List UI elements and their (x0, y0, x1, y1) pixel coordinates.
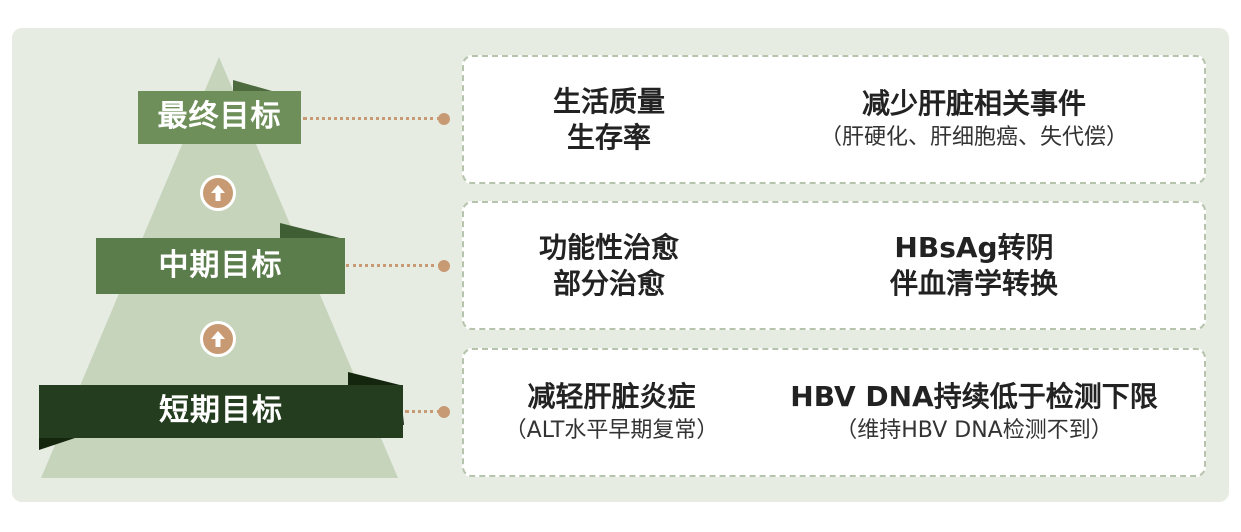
short-left: 减轻肝脏炎症 （ALT水平早期复常） (484, 350, 739, 475)
goal-subtext: （维持HBV DNA检测不到） (835, 417, 1113, 443)
goal-title: 减少肝脏相关事件 (861, 86, 1086, 120)
up-arrow-icon (200, 175, 236, 211)
connector-dot-short (438, 406, 450, 418)
connector-short (405, 410, 441, 413)
goal-box-final: 生活质量 生存率 减少肝脏相关事件 （肝硬化、肝细胞癌、失代偿） (462, 55, 1206, 184)
goal-box-short: 减轻肝脏炎症 （ALT水平早期复常） HBV DNA持续低于检测下限 （维持HB… (462, 348, 1206, 477)
goal-box-mid: 功能性治愈 部分治愈 HBsAg转阴 伴血清学转换 (462, 201, 1206, 330)
tier-label-short: 短期目标 (159, 393, 283, 428)
connector-dot-final (438, 113, 450, 125)
ribbon-top (138, 91, 301, 144)
tier-label-mid: 中期目标 (158, 248, 283, 283)
goal-title: HBV DNA持续低于检测下限 (790, 379, 1158, 413)
connector-final (303, 117, 441, 120)
goal-text: 生存率 (566, 120, 651, 154)
goal-text: 伴血清学转换 (889, 266, 1058, 300)
goal-text: 部分治愈 (552, 266, 665, 300)
goal-text: 功能性治愈 (538, 230, 679, 264)
connector-dot-mid (438, 260, 450, 272)
goal-subtext: （ALT水平早期复常） (504, 417, 719, 443)
goal-text: HBsAg转阴 (894, 230, 1054, 264)
connector-mid (346, 264, 441, 267)
tier-label-final: 最终目标 (157, 99, 282, 134)
goal-title: 减轻肝脏炎症 (527, 379, 696, 413)
final-right: 减少肝脏相关事件 （肝硬化、肝细胞癌、失代偿） (754, 57, 1194, 182)
final-left: 生活质量 生存率 (494, 57, 724, 182)
ribbon-mid (96, 238, 345, 294)
goal-subtext: （肝硬化、肝细胞癌、失代偿） (819, 124, 1128, 150)
mid-left: 功能性治愈 部分治愈 (494, 203, 724, 328)
short-right: HBV DNA持续低于检测下限 （维持HBV DNA检测不到） (754, 350, 1194, 475)
ribbon-bottom (39, 385, 403, 438)
up-arrow-icon (200, 321, 236, 357)
mid-right: HBsAg转阴 伴血清学转换 (754, 203, 1194, 328)
goal-text: 生活质量 (552, 84, 665, 118)
